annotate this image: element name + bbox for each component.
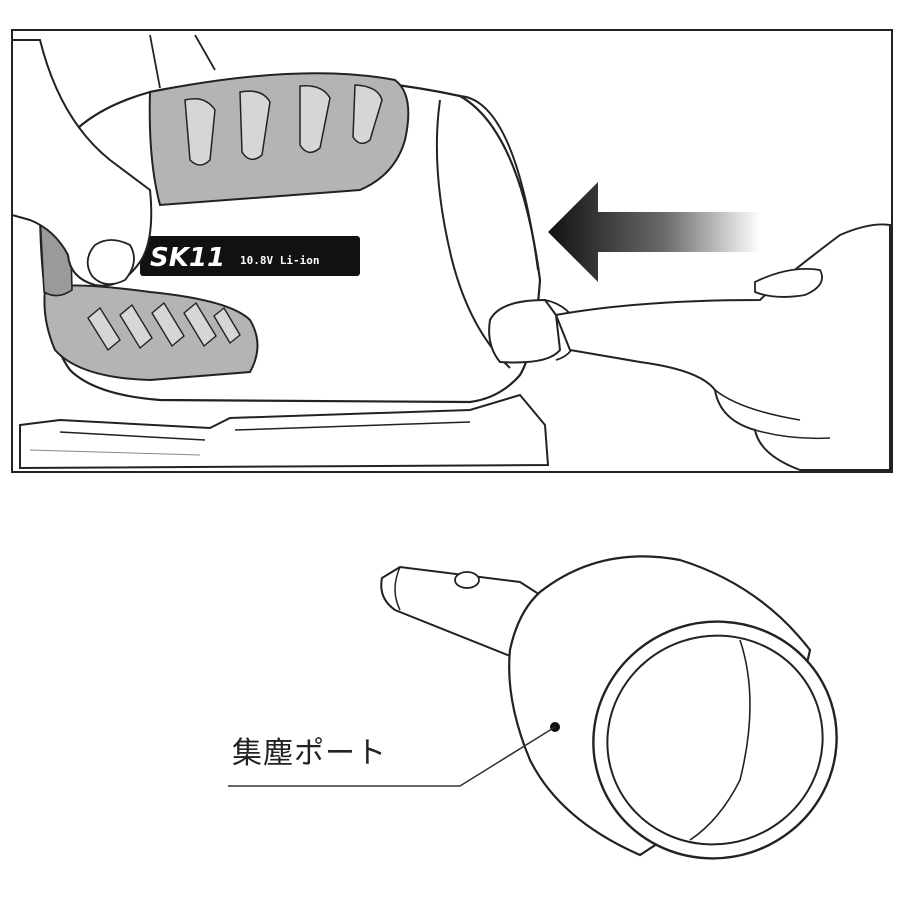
brand-logo: SK11 — [150, 243, 225, 273]
tube-opening-inner — [606, 634, 824, 846]
brand-label-plate — [140, 236, 360, 276]
mounting-tab — [380, 565, 547, 662]
callout-leader — [228, 726, 556, 787]
illustration-panel: SK11 10.8V Li-ion — [11, 29, 893, 473]
sander-base — [19, 393, 550, 470]
inserted-dust-port — [488, 298, 562, 364]
left-hand — [11, 39, 153, 287]
mounting-hole — [454, 571, 480, 589]
spec-text: 10.8V Li-ion — [240, 254, 319, 267]
top-grip — [148, 72, 410, 207]
dust-port-diagram — [228, 555, 838, 860]
arrow-left-icon — [548, 182, 760, 282]
dust-port-label: 集塵ポート — [232, 736, 387, 771]
